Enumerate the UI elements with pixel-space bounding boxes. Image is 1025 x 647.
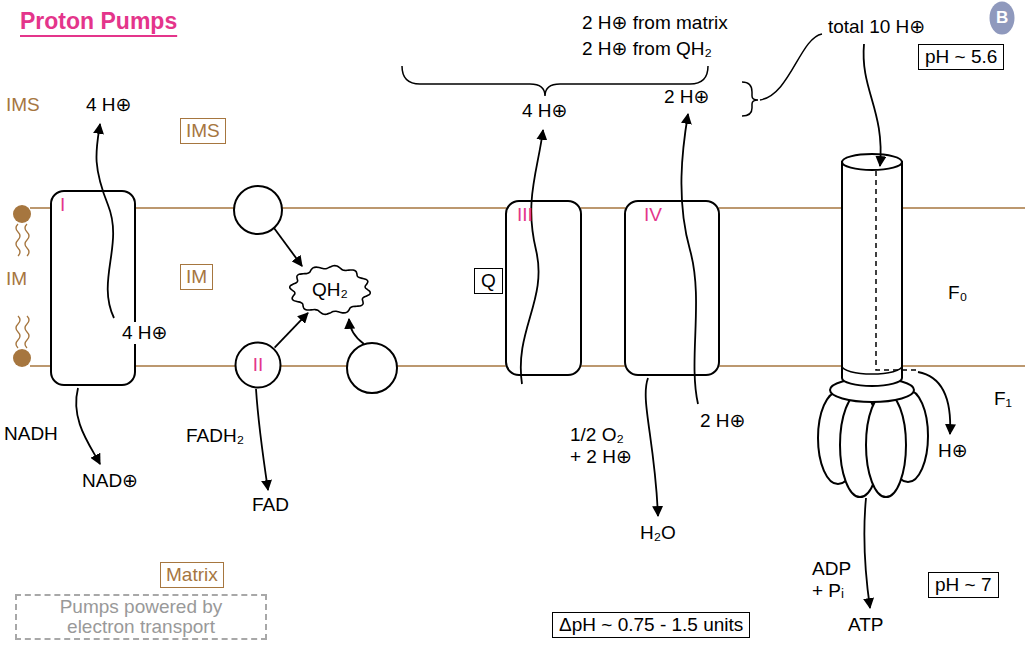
reaction-arrow [76, 388, 100, 464]
electron-arrow [274, 228, 302, 266]
note-label: total 10 H⊕ [828, 16, 925, 38]
proton-arrow [864, 44, 881, 166]
lipid-head [13, 349, 31, 367]
substrate-label: ADP + Pᵢ [812, 558, 862, 602]
complex-fill [50, 190, 136, 386]
panel-badge: B [989, 1, 1015, 35]
node-text: IMS [186, 120, 220, 142]
product-label: FAD [252, 494, 289, 516]
diagram-title: Proton Pumps [20, 8, 177, 36]
lipid-tail [16, 224, 20, 256]
reaction-arrow [864, 498, 870, 608]
proton-count: 4 H⊕ [120, 322, 170, 344]
node-text: B [996, 8, 1008, 28]
region-label: IM [6, 268, 27, 290]
node-text: II [253, 354, 264, 376]
proton-count: 4 H⊕ [522, 100, 568, 122]
node-text: pH ~ 5.6 [925, 46, 997, 68]
lipid-tail [16, 316, 20, 348]
reaction-arrow [256, 389, 268, 490]
wavy-outline [290, 266, 371, 315]
proton-arrow [96, 124, 114, 318]
node-text: ΔpH ~ 0.75 - 1.5 units [559, 614, 743, 636]
complex-fill [505, 200, 582, 376]
node-text: III [517, 204, 533, 226]
carrier-circle [234, 186, 282, 234]
node-text: Q [481, 270, 496, 292]
quinol-pool: QH₂ [288, 263, 372, 317]
lipid-head [13, 205, 31, 223]
f1-lobe [866, 393, 906, 497]
node-text: IV [644, 204, 662, 226]
reaction-arrow [646, 378, 658, 516]
proton-count: 2 H⊕ [700, 410, 746, 432]
proton-arrow [681, 114, 698, 404]
electron-arrow [349, 319, 364, 344]
node-text: I [60, 194, 65, 216]
region-tag: IMS [180, 118, 226, 144]
node-text: Matrix [166, 564, 218, 586]
complex-fill [624, 200, 720, 376]
region-label: IMS [6, 94, 40, 116]
part-label: F₀ [948, 282, 968, 304]
f0-top [842, 154, 902, 170]
badge-disc [990, 2, 1015, 35]
note-label: 2 H⊕ from QH₂ [582, 38, 712, 60]
proton-path [876, 171, 918, 370]
bracket [742, 82, 758, 116]
leader-line [760, 34, 822, 100]
region-tag: IM [180, 264, 213, 290]
substrate-label: FADH₂ [186, 425, 244, 447]
substrate-label: 1/2 O₂ + 2 H⊕ [570, 424, 636, 468]
region-tag: Matrix [160, 562, 224, 588]
proton-count: 2 H⊕ [664, 86, 710, 108]
proton-arrow [918, 372, 950, 434]
substrate-label: NADH [4, 423, 58, 445]
complex-box: I [50, 190, 136, 386]
node-text: Pumps powered by electron transport [53, 597, 229, 637]
quinone-tag: Q [474, 268, 503, 294]
brace [402, 66, 708, 96]
note-box: Pumps powered by electron transport [15, 594, 267, 640]
ph-box: pH ~ 7 [928, 572, 999, 598]
proton-count: 4 H⊕ [86, 94, 132, 116]
complex-box: IV [624, 200, 720, 376]
carrier-circle [347, 343, 397, 393]
delta-ph-box: ΔpH ~ 0.75 - 1.5 units [552, 612, 750, 638]
lipid-tail [25, 224, 29, 256]
f0-cylinder [842, 162, 902, 386]
proton-arrow [521, 130, 543, 384]
note-label: 2 H⊕ from matrix [582, 12, 728, 34]
product-label: ATP [848, 614, 884, 636]
complex-outline [236, 343, 281, 388]
product-label: H₂O [640, 522, 676, 544]
proton-count: H⊕ [938, 440, 968, 462]
ph-box: pH ~ 5.6 [918, 44, 1004, 70]
lipid-tail [25, 316, 29, 348]
complex-circle: II [234, 341, 282, 389]
electron-arrow [275, 313, 308, 348]
node-text: QH₂ [312, 279, 348, 301]
part-label: F₁ [994, 388, 1012, 410]
product-label: NAD⊕ [82, 470, 138, 492]
node-text: IM [186, 266, 207, 288]
node-text: pH ~ 7 [935, 574, 992, 596]
complex-box: III [505, 200, 582, 376]
